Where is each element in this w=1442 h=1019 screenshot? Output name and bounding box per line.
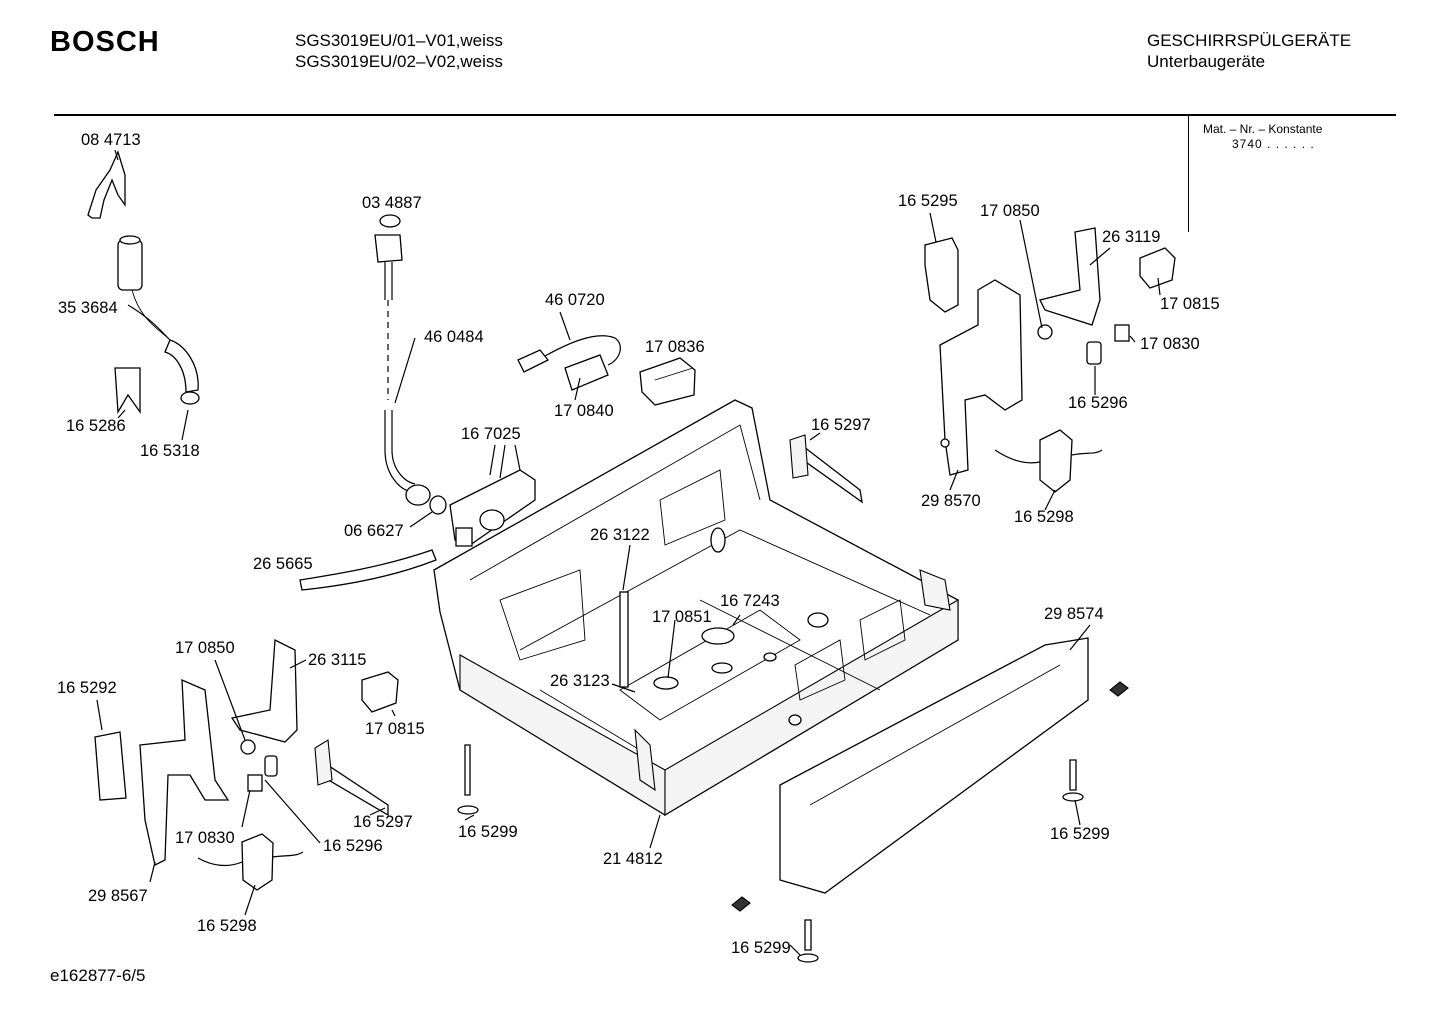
leader-lines <box>96 149 1161 956</box>
part-label: 06 6627 <box>344 522 404 540</box>
constant-box <box>1188 116 1389 232</box>
mounting-plate-part <box>939 279 1023 476</box>
part-label: 29 8574 <box>1044 605 1104 623</box>
part-label: 17 0851 <box>652 608 712 626</box>
part-label: 26 3115 <box>308 651 366 669</box>
hose-holder-part <box>114 367 141 415</box>
drain-hose-part <box>117 235 199 393</box>
motor-part <box>994 429 1103 493</box>
relay-part <box>1139 247 1176 289</box>
brand-logo: BOSCH <box>50 26 160 58</box>
part-label: 26 3119 <box>1102 228 1160 246</box>
left-sensor-knob-part <box>240 739 256 755</box>
left-heater-element-part <box>314 739 389 817</box>
header-divider <box>54 114 1396 116</box>
left-mounting-plate-part <box>139 678 230 866</box>
part-label: 08 4713 <box>81 131 141 149</box>
constant-title: Mat. – Nr. – Konstante <box>1203 122 1323 136</box>
part-label: 16 5299 <box>1050 825 1110 843</box>
part-label: 17 0815 <box>365 720 425 738</box>
part-label: 16 7025 <box>461 425 521 443</box>
sensor-knob-part <box>1037 324 1053 340</box>
screw-part <box>457 681 1129 963</box>
part-label: 16 5297 <box>353 813 413 831</box>
drain-tube-part <box>299 549 437 591</box>
clip-part <box>1114 324 1130 342</box>
part-label: 17 0830 <box>175 829 235 847</box>
part-label: 26 5665 <box>253 555 313 573</box>
part-label: 16 5297 <box>811 416 871 434</box>
model-list: SGS3019EU/01–V01,weiss SGS3019EU/02–V02,… <box>295 30 503 72</box>
part-label: 16 5296 <box>1068 394 1128 412</box>
left-switch-part <box>264 755 278 777</box>
part-label: 16 7243 <box>720 592 780 610</box>
hose-clip-part <box>87 150 126 219</box>
switch-part <box>1086 341 1102 365</box>
part-label: 16 5298 <box>1014 508 1074 526</box>
part-labels: 08 4713 35 3684 16 5286 16 5318 03 4887 … <box>57 131 1220 957</box>
left-clip-part <box>247 774 263 792</box>
inlet-seal-part <box>379 214 401 228</box>
part-label: 26 3122 <box>590 526 650 544</box>
part-label: 03 4887 <box>362 194 422 212</box>
part-label: 16 5296 <box>323 837 383 855</box>
category-line-2: Unterbaugeräte <box>1147 52 1266 71</box>
float-cover-part <box>94 731 127 801</box>
left-relay-part <box>361 671 399 713</box>
part-label: 16 5299 <box>731 939 791 957</box>
part-label: 29 8567 <box>88 887 148 905</box>
category-line-1: GESCHIRRSPÜLGERÄTE <box>1147 31 1352 50</box>
left-sensor-bracket-part <box>230 638 298 743</box>
left-motor-part <box>197 833 304 891</box>
part-label: 16 5318 <box>140 442 200 460</box>
heater-element-part <box>789 434 863 504</box>
part-label: 17 0836 <box>645 338 705 356</box>
part-label: 17 0840 <box>554 402 614 420</box>
model-line-1: SGS3019EU/01–V01,weiss <box>295 31 503 50</box>
connector-block-part <box>639 357 696 406</box>
part-label: 17 0815 <box>1160 295 1220 313</box>
plinth-panel-part <box>779 637 1089 894</box>
inlet-hose-part <box>374 234 447 515</box>
heater-bracket-part <box>924 237 959 313</box>
model-line-2: SGS3019EU/02–V02,weiss <box>295 52 503 71</box>
part-label: 29 8570 <box>921 492 981 510</box>
base-tub-part <box>433 399 959 816</box>
drawing-id: e162877-6/5 <box>50 966 146 985</box>
part-label: 16 5295 <box>898 192 958 210</box>
part-label: 17 0850 <box>980 202 1040 220</box>
appliance-category: GESCHIRRSPÜLGERÄTE Unterbaugeräte <box>1147 30 1351 72</box>
part-label: 21 4812 <box>603 850 663 868</box>
part-label: 17 0830 <box>1140 335 1200 353</box>
part-label: 16 5298 <box>197 917 257 935</box>
cable-harness-part <box>517 335 621 391</box>
constant-value: 3740 . . . . . . <box>1232 137 1315 151</box>
part-label: 17 0850 <box>175 639 235 657</box>
hose-seal-ring-part <box>180 391 200 405</box>
part-label: 16 5286 <box>66 417 126 435</box>
part-label: 35 3684 <box>58 299 118 317</box>
sensor-bracket-part <box>1039 227 1101 326</box>
part-label: 26 3123 <box>550 672 610 690</box>
part-label: 46 0720 <box>545 291 605 309</box>
part-label: 46 0484 <box>424 328 484 346</box>
part-label: 16 5292 <box>57 679 117 697</box>
part-label: 16 5299 <box>458 823 518 841</box>
